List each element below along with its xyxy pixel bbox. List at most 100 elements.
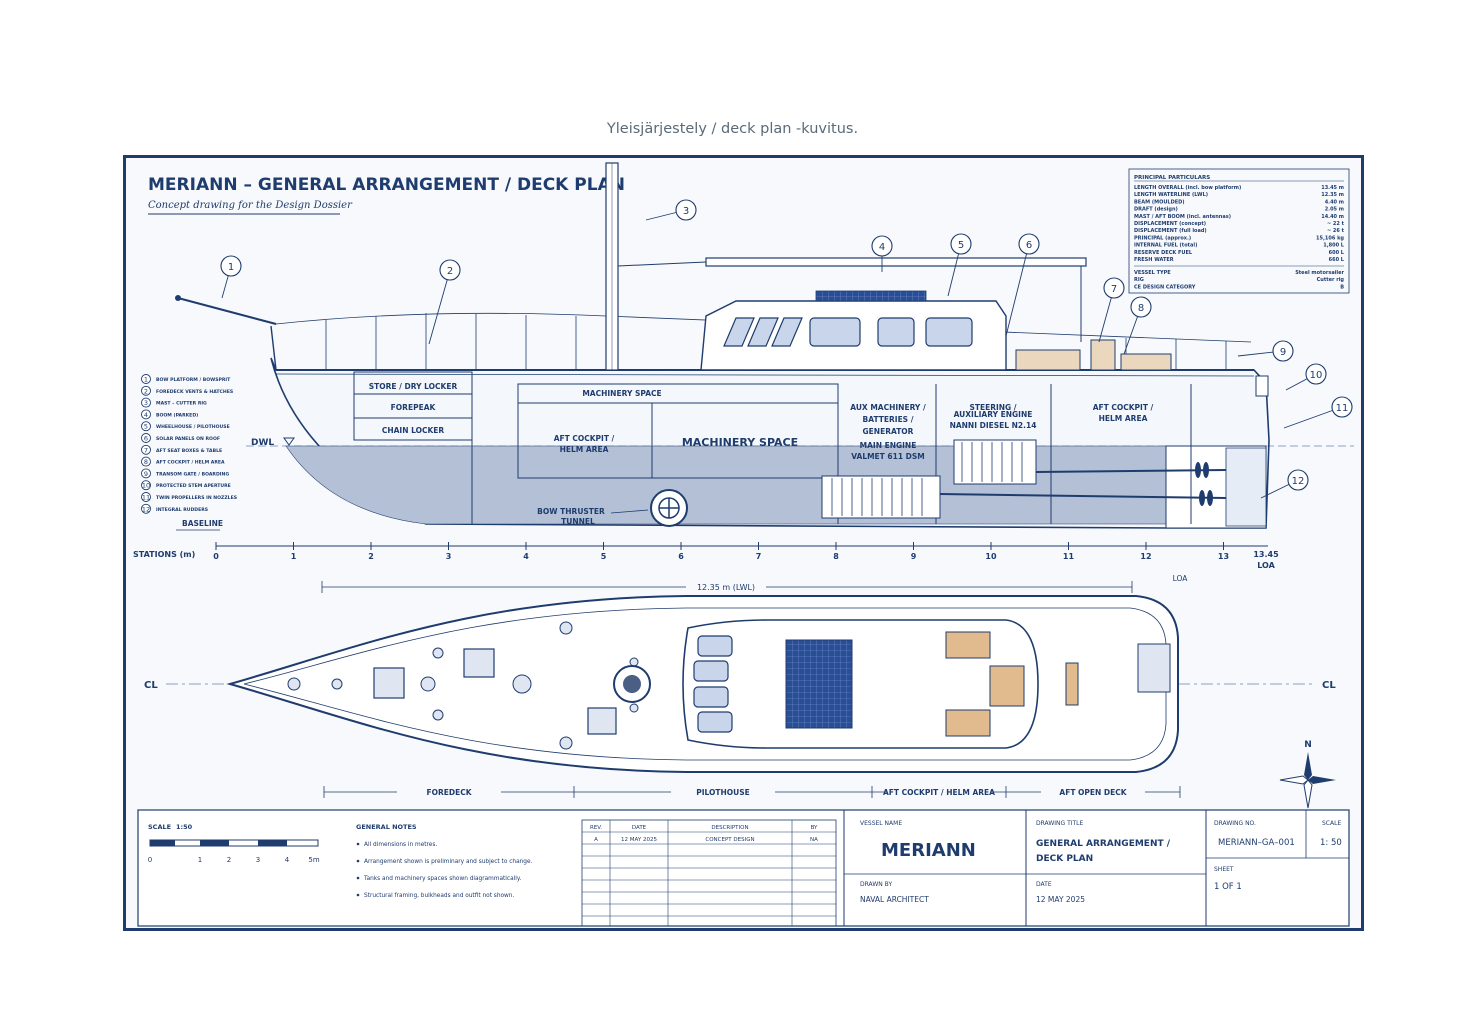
rev-cell: CONCEPT DESIGN <box>705 837 754 843</box>
station-tick-label: 2 <box>368 552 374 561</box>
legend-number: 5 <box>144 423 148 431</box>
scale-tick-label: 0 <box>148 856 152 864</box>
legend-item: AFT SEAT BOXES & TABLE <box>156 448 222 454</box>
legend-number: 4 <box>144 411 148 419</box>
aux-engine-graphic <box>953 439 1037 485</box>
callout-number: 1 <box>228 262 234 273</box>
rev-header: REV. <box>590 825 602 831</box>
callout-bubble <box>1103 277 1125 299</box>
label-bow-thruster-2: TUNNEL <box>561 517 595 526</box>
note-item: Structural framing, bulkheads and outfit… <box>364 893 514 899</box>
drawing-sheet: MERIANN – GENERAL ARRANGEMENT / DECK PLA… <box>123 155 1364 931</box>
north-arrow-icon: N <box>1279 740 1336 809</box>
particular-value: 600 L <box>1329 250 1345 256</box>
legend-number: 6 <box>144 435 148 443</box>
particular-value: 14.40 m <box>1321 214 1344 220</box>
note-item: All dimensions in metres. <box>364 842 437 848</box>
scale-tick-label: 5m <box>308 856 319 864</box>
rev-cell: A <box>594 837 598 843</box>
particular-label: LENGTH WATERLINE (LWL) <box>1134 192 1208 198</box>
station-tick-label: 3 <box>446 552 452 561</box>
label-machinery-main: MACHINERY SPACE <box>682 436 798 449</box>
station-tick-label: 11 <box>1063 552 1075 561</box>
particular-value: 15,106 kg <box>1316 235 1344 241</box>
legend-number: 3 <box>144 399 148 407</box>
callout-bubble <box>1305 363 1327 385</box>
label-aft-cockpit-1: AFT COCKPIT / <box>554 434 615 443</box>
label-store: STORE / DRY LOCKER <box>369 382 458 391</box>
solar-panels-graphic <box>815 290 927 302</box>
cl-right: CL <box>1322 680 1336 691</box>
label-steering: STEERING / <box>969 403 1016 412</box>
label-aft-cockpit-r2: HELM AREA <box>1099 414 1148 423</box>
label-chain-locker: CHAIN LOCKER <box>382 426 445 435</box>
stations-label: STATIONS (m) <box>133 550 195 559</box>
legend-item: BOOM (PARKED) <box>156 412 198 418</box>
particular-value: ~ 22 t <box>1327 221 1345 227</box>
particular-value: 1,800 L <box>1323 243 1345 249</box>
station-tick-label: 1 <box>291 552 297 561</box>
drawing-subtitle: Concept drawing for the Design Dossier <box>148 200 353 211</box>
label-main-engine-2: VALMET 611 DSM <box>851 452 925 461</box>
legend-item: WHEELHOUSE / PILOTHOUSE <box>156 424 230 430</box>
date-label: DATE <box>1036 881 1052 888</box>
callout-number: 9 <box>1280 347 1286 358</box>
particular-label: MAST / AFT BOOM (incl. antennas) <box>1134 214 1231 220</box>
legend-item: PROTECTED STEM APERTURE <box>156 483 231 489</box>
deck-plan-view: 12.35 m (LWL) LOA CL CL <box>144 574 1336 809</box>
sheet-value: 1 OF 1 <box>1214 882 1242 892</box>
particular-label: DISPLACEMENT (full load) <box>1134 228 1207 234</box>
particulars-heading: PRINCIPAL PARTICULARS <box>1134 175 1210 181</box>
particular-value: 2.05 m <box>1325 207 1344 213</box>
label-dwl: DWL <box>251 438 274 448</box>
station-tick-label: 0 <box>213 552 219 561</box>
particular-label: CE DESIGN CATEGORY <box>1134 284 1196 290</box>
vessel-name-label: VESSEL NAME <box>860 820 902 827</box>
lwl-dimension: 12.35 m (LWL) <box>697 583 755 592</box>
zone-label: AFT OPEN DECK <box>1059 788 1127 797</box>
legend-item: TWIN PROPELLERS IN NOZZLES <box>156 495 237 501</box>
cl-left: CL <box>144 680 158 691</box>
general-arrangement-drawing: MERIANN – GENERAL ARRANGEMENT / DECK PLA… <box>133 162 1354 927</box>
note-item: Arrangement shown is preliminary and sub… <box>364 859 533 865</box>
station-tick-label: 12 <box>1140 552 1151 561</box>
scale2-label: SCALE <box>1322 820 1341 827</box>
drawn-by: NAVAL ARCHITECT <box>860 895 929 904</box>
drawing-title-1: GENERAL ARRANGEMENT / <box>1036 839 1171 849</box>
zone-label: PILOTHOUSE <box>696 788 750 797</box>
legend-number: 9 <box>144 470 148 478</box>
callout-number: 5 <box>958 240 964 251</box>
station-tick-label: 7 <box>756 552 762 561</box>
label-bow-thruster-1: BOW THRUSTER <box>537 507 605 516</box>
callout-bubble <box>1331 396 1353 418</box>
drawing-no: MERIANN–GA–001 <box>1218 838 1295 848</box>
station-tick-label: 13 <box>1218 552 1229 561</box>
particular-label: BEAM (MOULDED) <box>1134 199 1185 205</box>
date-value: 12 MAY 2025 <box>1036 895 1085 904</box>
callout-bubble <box>1130 296 1152 318</box>
legend-item: AFT COCKPIT / HELM AREA <box>156 460 225 466</box>
callout-number: 2 <box>447 266 453 277</box>
callout-number: 12 <box>1292 476 1305 487</box>
rev-header: BY <box>811 825 818 831</box>
callout-bubble <box>1272 340 1294 362</box>
scale-tick-label: 3 <box>256 856 260 864</box>
loa-label-plan: LOA <box>1173 574 1189 583</box>
scale-label: SCALE <box>148 823 171 831</box>
drawing-title-label: DRAWING TITLE <box>1036 820 1084 827</box>
label-forepeak: FOREPEAK <box>391 403 437 412</box>
callout-bubble <box>675 199 697 221</box>
callout-bubble <box>439 259 461 281</box>
callout-bubble <box>220 255 242 277</box>
zone-label: AFT COCKPIT / HELM AREA <box>883 788 995 797</box>
profile-view: STORE / DRY LOCKER FOREPEAK CHAIN LOCKER… <box>175 162 1354 531</box>
legend-number: 8 <box>144 458 148 466</box>
drawing-title: MERIANN – GENERAL ARRANGEMENT / DECK PLA… <box>148 175 625 195</box>
particular-value: 660 L <box>1329 257 1345 263</box>
principal-particulars-table: PRINCIPAL PARTICULARS LENGTH OVERALL (in… <box>1128 168 1350 294</box>
callout-number: 7 <box>1111 284 1117 295</box>
station-tick-label: 6 <box>678 552 684 561</box>
